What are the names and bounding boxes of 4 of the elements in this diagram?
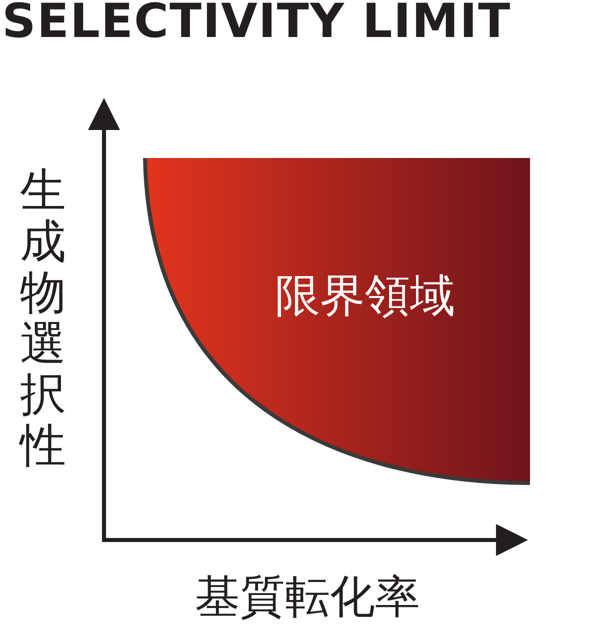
region-label: 限界領域 [275, 273, 455, 318]
axis-label: 基質転化率 [195, 574, 420, 619]
title: SELECTIVITY LIMIT [2, 0, 512, 49]
axis-label: 生成物選択性 [20, 165, 67, 471]
